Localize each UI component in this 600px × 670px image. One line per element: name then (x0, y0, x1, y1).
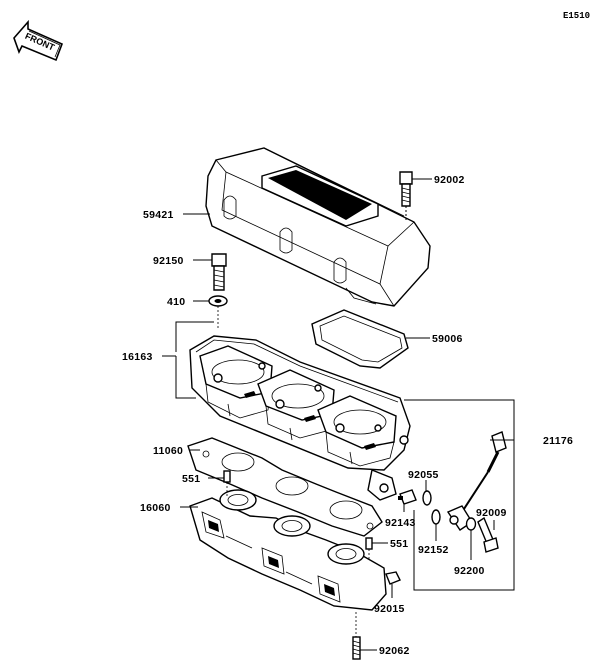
leader-lines (162, 178, 515, 651)
label-59006: 59006 (432, 333, 463, 345)
gasket-59006 (311, 309, 409, 369)
callout-labels: 92002 59421 92150 410 59006 16163 11060 … (122, 174, 573, 657)
bolt-92002 (399, 171, 413, 222)
throttle-body-16163 (189, 335, 411, 501)
label-92002: 92002 (434, 174, 465, 186)
label-92152: 92152 (418, 544, 449, 556)
gasket-11060 (187, 437, 383, 537)
label-92062: 92062 (379, 645, 410, 657)
diagram-code: E1510 (563, 11, 590, 21)
washer-410 (208, 295, 228, 307)
o-ring-92055 (422, 490, 432, 506)
washer-92200 (465, 517, 477, 531)
label-92143: 92143 (385, 517, 416, 529)
label-92015: 92015 (374, 603, 405, 615)
label-92200: 92200 (454, 565, 485, 577)
o-ring-92152 (431, 509, 441, 525)
label-16163: 16163 (122, 351, 153, 363)
stud-92062 (352, 636, 361, 660)
label-410: 410 (167, 296, 185, 308)
nut-92015 (385, 571, 401, 585)
label-92009: 92009 (476, 507, 507, 519)
dowel-551-upper (223, 470, 231, 483)
label-21176: 21176 (543, 435, 573, 447)
label-59421: 59421 (143, 209, 174, 221)
bolt-92009 (477, 516, 499, 553)
label-16060: 16060 (140, 502, 171, 514)
fitting-92143 (398, 489, 417, 505)
label-11060: 11060 (153, 445, 183, 457)
front-arrow-icon: FRONT (13, 19, 64, 62)
bolt-92150 (211, 253, 227, 291)
cover-59421 (205, 147, 431, 307)
label-92150: 92150 (153, 255, 184, 267)
label-551-lower: 551 (390, 538, 408, 550)
label-551-upper: 551 (182, 473, 200, 485)
dowel-551-lower (365, 537, 373, 550)
label-92055: 92055 (408, 469, 439, 481)
manifold-16060 (189, 489, 387, 611)
